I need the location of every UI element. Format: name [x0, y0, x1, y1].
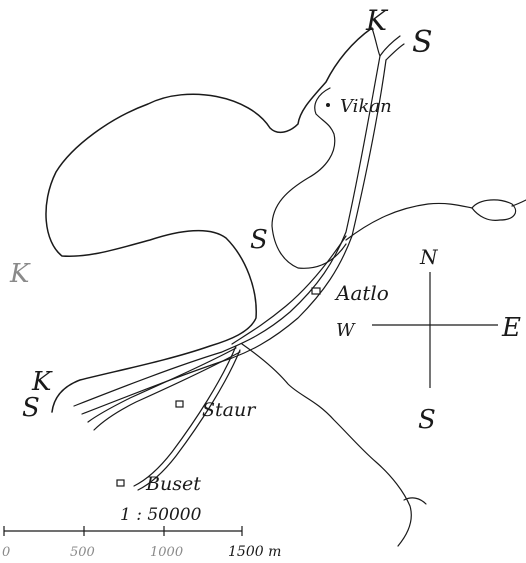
scale-label-500: 500 [70, 545, 95, 560]
aatlo-marker [311, 287, 321, 295]
compass-south: S [418, 405, 436, 435]
compass-west: W [336, 320, 356, 341]
buset-marker [116, 479, 125, 487]
letter-s-mid: S [250, 225, 268, 255]
scale-ratio: 1 : 50000 [120, 505, 202, 525]
label-aatlo: Aatlo [334, 281, 389, 305]
scale-label-1000: 1000 [150, 545, 183, 560]
scale-label-1500: 1500 m [228, 544, 281, 560]
compass-east: E [501, 313, 521, 343]
rail-line-c [93, 351, 241, 431]
label-buset: Buset [145, 473, 201, 495]
label-vikan: Vikan [340, 96, 392, 117]
staur-marker [175, 400, 184, 408]
river-southeast-fork [403, 497, 427, 505]
river-southeast [241, 343, 412, 547]
rail-line-b [87, 347, 237, 423]
river-bank-north [73, 55, 381, 407]
river-inlet-top [371, 27, 405, 61]
letter-s-low: S [22, 393, 40, 423]
letter-k-left: K [9, 259, 31, 289]
road-to-buset-2 [137, 349, 241, 491]
letter-k-low: K [31, 367, 53, 397]
road-to-buset [133, 345, 237, 487]
compass-north: N [419, 245, 439, 269]
rail-line-a [231, 235, 347, 345]
vikan-marker [326, 103, 330, 107]
letter-k-top: K [365, 4, 389, 37]
road-east-end [511, 199, 526, 207]
lake-shoreline [45, 27, 373, 413]
road-east [345, 202, 473, 241]
scale-label-0: 0 [2, 545, 10, 560]
lake-east-pond [471, 199, 517, 221]
lake-inner-bay [271, 87, 347, 269]
label-staur: Staur [202, 399, 257, 421]
letter-s-top: S [412, 25, 433, 60]
